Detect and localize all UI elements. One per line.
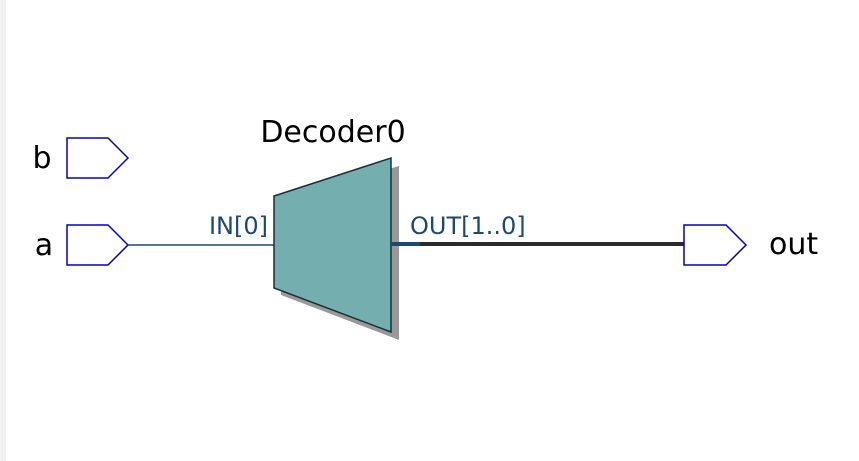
decoder-input-pin-label: IN[0] — [209, 212, 268, 240]
decoder-output-pin-label: OUT[1..0] — [410, 212, 526, 240]
output-port-out-label: out — [769, 227, 818, 262]
canvas-left-edge — [0, 0, 6, 461]
input-port-a-label: a — [35, 228, 53, 263]
output-port-out[interactable]: out — [683, 224, 818, 266]
decoder-block-body[interactable] — [273, 156, 392, 334]
input-port-b[interactable]: b — [32, 137, 130, 179]
input-port-b-label: b — [32, 141, 51, 176]
decoder-block[interactable]: Decoder0 IN[0] OUT[1..0] — [209, 115, 526, 340]
input-port-a-symbol[interactable] — [66, 224, 130, 266]
decoder-block-name: Decoder0 — [260, 115, 405, 150]
input-port-a[interactable]: a — [35, 224, 130, 266]
input-port-b-symbol[interactable] — [66, 137, 130, 179]
output-port-out-symbol[interactable] — [683, 224, 748, 266]
